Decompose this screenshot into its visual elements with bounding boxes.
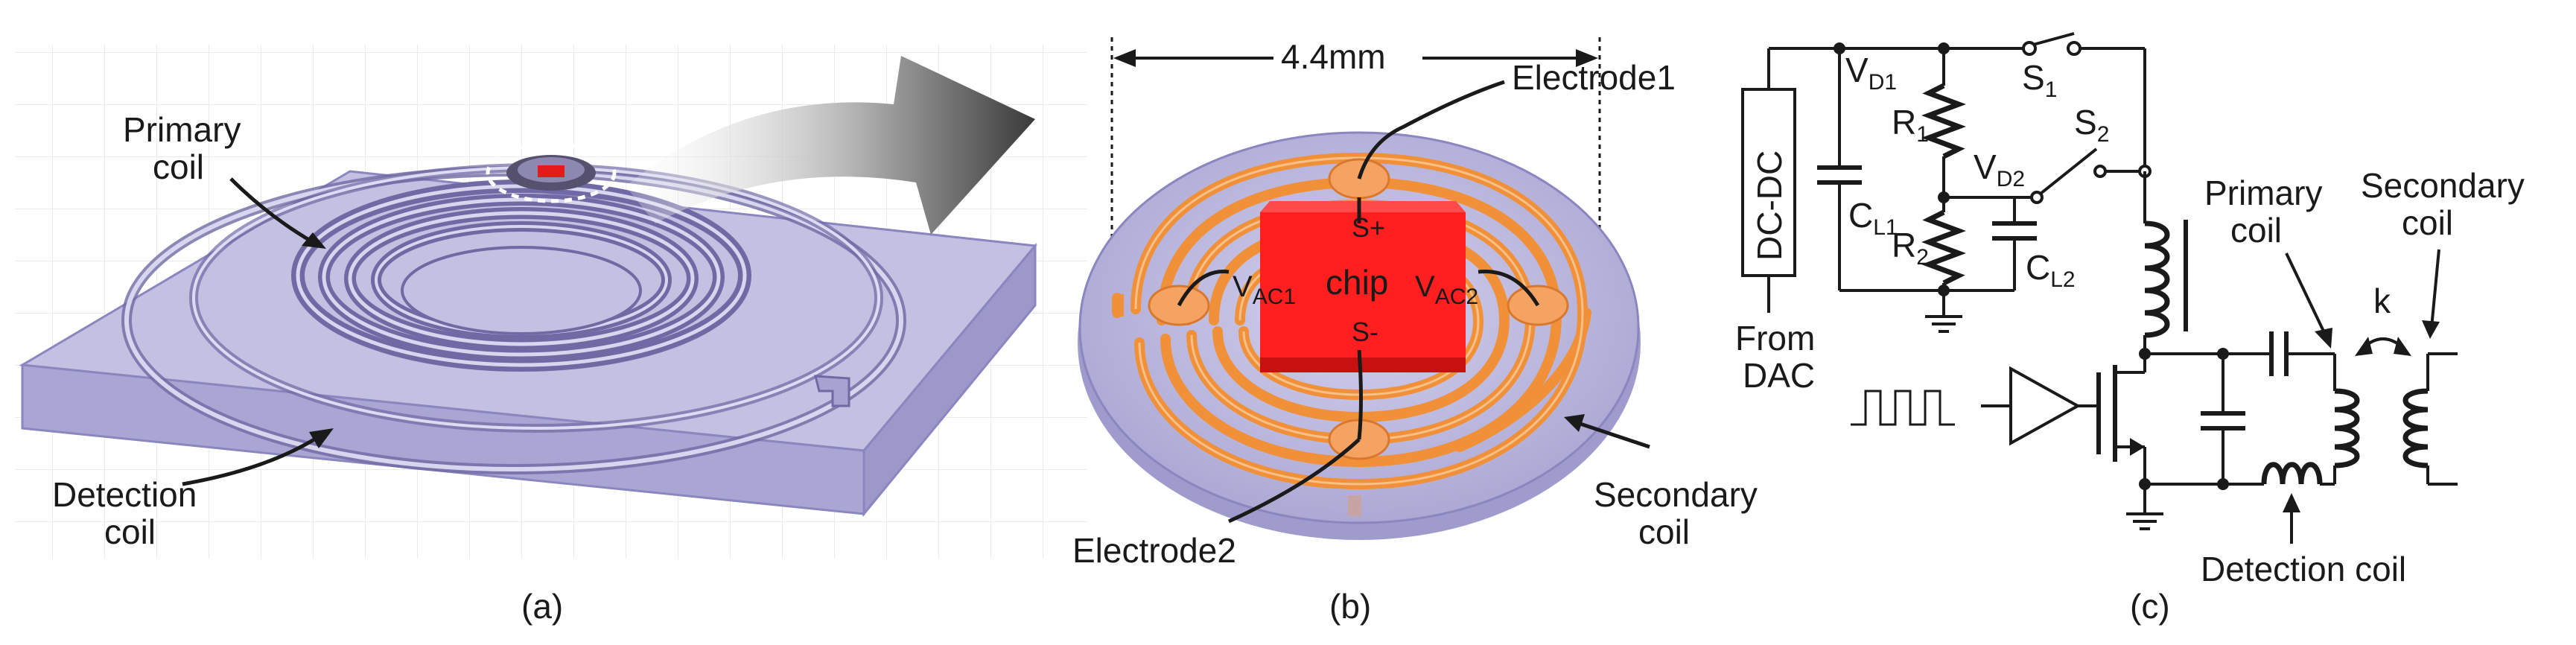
r2-label: R2 xyxy=(1892,226,1929,270)
panel-b: 4.4mm xyxy=(1072,36,1758,626)
detection-coil-label-a-2: coil xyxy=(104,512,156,551)
primary-coil-label-c-1: Primary xyxy=(2204,174,2322,212)
coupling-arrow-head-right xyxy=(2394,337,2411,356)
primary-coil-inductor xyxy=(2334,388,2360,468)
panel-a: Primary coil Detection coil (a) xyxy=(15,45,1087,626)
s-plus-label: S+ xyxy=(1352,212,1385,243)
secondary-coil-pointer-c-head xyxy=(2422,320,2440,339)
detection-coil-pointer-c-head xyxy=(2283,493,2300,512)
dcdc-block xyxy=(1741,88,1796,277)
electrode2-label: Electrode2 xyxy=(1072,531,1236,570)
vd2-label: VD2 xyxy=(1974,147,2025,191)
choke-inductor xyxy=(2144,220,2170,338)
dimension-label-bg xyxy=(1273,36,1422,77)
vac2-label: VAC2 xyxy=(1415,270,1478,309)
s2-label: S2 xyxy=(2074,103,2109,147)
secondary-coil-pointer-head xyxy=(1564,414,1585,432)
panel-c: DC-DC From DAC S1 VD1 CL1 xyxy=(1735,32,2525,626)
detection-coil-label-a-1: Detection xyxy=(52,475,197,514)
secondary-coil-label-c-1: Secondary xyxy=(2361,166,2525,205)
r1-zigzag xyxy=(1921,83,1966,159)
caption-a: (a) xyxy=(521,587,563,626)
primary-coil-pointer-head xyxy=(302,232,326,249)
cl1-label: CL1 xyxy=(1848,196,1898,240)
caption-b: (b) xyxy=(1329,587,1371,626)
cl2-label: CL2 xyxy=(2026,248,2076,292)
s1-contact-left xyxy=(2022,41,2037,56)
s2-node xyxy=(2093,165,2107,178)
secondary-coil-label-c-2: coil xyxy=(2402,203,2453,242)
primary-coil-3d xyxy=(291,179,751,372)
secondary-coil-inductor xyxy=(2402,388,2429,468)
primary-coil-label-c-2: coil xyxy=(2230,211,2282,250)
implant-device xyxy=(486,142,617,203)
coupling-label: k xyxy=(2373,282,2391,320)
dac-label: DAC xyxy=(1743,356,1815,395)
panel-a-pointers xyxy=(182,177,322,486)
dcdc-label: DC-DC xyxy=(1750,150,1789,261)
s-minus-label: S- xyxy=(1352,317,1378,347)
gate-driver-buffer xyxy=(2009,366,2082,446)
detection-coil-terminal xyxy=(814,375,850,407)
r2-zigzag xyxy=(1921,209,1966,286)
primary-coil-label-a-1: Primary xyxy=(123,110,241,149)
s2-blade xyxy=(2039,147,2098,195)
chip-top xyxy=(1260,201,1466,212)
bond-wires xyxy=(1177,80,1540,524)
chip-label: chip xyxy=(1326,263,1388,302)
zoom-arrow xyxy=(626,56,1035,235)
primary-coil-label-a-2: coil xyxy=(153,147,204,186)
caption-c: (c) xyxy=(2130,587,2170,626)
s2-contact-left xyxy=(2030,191,2044,204)
primary-coil-pointer-c xyxy=(2285,252,2329,340)
dimension-arrow-left xyxy=(1113,49,1136,67)
secondary-coil-label-b-1: Secondary xyxy=(1594,475,1758,514)
dimension-label: 4.4mm xyxy=(1281,37,1386,76)
dimension-arrow-right xyxy=(1576,49,1598,67)
from-label: From xyxy=(1735,319,1815,358)
detection-coil-inductor xyxy=(2261,462,2323,485)
pulse-signal xyxy=(1851,390,1955,426)
chip-face xyxy=(1260,212,1466,358)
electrode1-label: Electrode1 xyxy=(1512,58,1676,97)
bottom-node-cshunt xyxy=(2217,478,2229,490)
detection-coil-label-c: Detection coil xyxy=(2201,550,2406,588)
substrate-slab-side-right xyxy=(862,242,1037,518)
mosfet-arrow xyxy=(2130,438,2145,456)
vac1-label: VAC1 xyxy=(1233,270,1296,309)
vd1-label: VD1 xyxy=(1845,51,1897,95)
r1-label: R1 xyxy=(1892,103,1929,147)
coil-post-bottom xyxy=(1348,495,1361,516)
s1-label: S1 xyxy=(2022,58,2057,102)
s1-contact-right xyxy=(2067,41,2082,56)
secondary-coil-pointer-c xyxy=(2430,249,2440,328)
primary-coil-pointer-c-head xyxy=(2315,328,2332,349)
coupling-arrow-head-left xyxy=(2355,337,2373,356)
secondary-coil-label-b-2: coil xyxy=(1638,512,1690,551)
s1-blade xyxy=(2032,32,2075,46)
coil-post-left xyxy=(1113,294,1124,317)
detection-coil-pointer-head xyxy=(309,428,334,448)
secondary-coil-pointer xyxy=(1571,419,1650,449)
